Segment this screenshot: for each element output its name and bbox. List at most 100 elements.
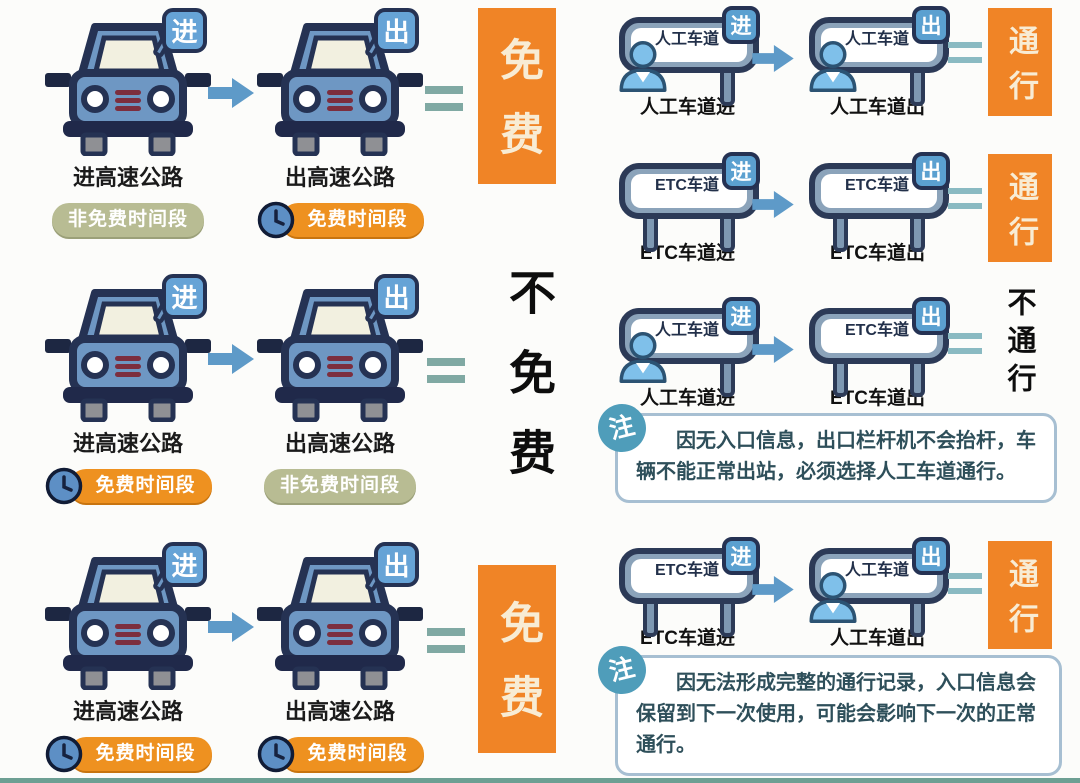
arrow-right-icon xyxy=(752,576,794,603)
etc-lane-exit-unit: ETC车道 出 ETC车道出 xyxy=(805,152,950,265)
enter-badge: 进 xyxy=(162,8,207,53)
arrow-right-icon xyxy=(752,191,794,218)
free-period-pill: 免费时间段 xyxy=(281,737,424,771)
time-pill-row: 非免费时间段 xyxy=(51,200,204,240)
enter-highway-label: 进高速公路 xyxy=(72,699,183,724)
toll-sign-figure: ETC车道 进 xyxy=(615,152,760,236)
lane-label: 人工车道出 xyxy=(829,628,925,649)
sign-text: 人工车道 xyxy=(654,31,719,48)
toll-sign-figure: 人工车道 出 xyxy=(805,537,950,623)
lane-label: ETC车道出 xyxy=(829,243,925,264)
manual-lane-enter-unit: 人工车道 进 人工车道进 xyxy=(615,297,760,410)
enter-badge: 进 xyxy=(162,274,207,319)
car-figure: 出 xyxy=(255,540,425,690)
exit-badge: 出 xyxy=(912,297,950,335)
manual-lane-exit-unit: 人工车道 出 人工车道出 xyxy=(805,6,950,119)
result-free-box: 免费 xyxy=(478,8,556,185)
sign-text: 人工车道 xyxy=(844,31,909,48)
time-pill-row: 免费时间段 xyxy=(256,200,424,240)
car-figure: 进 xyxy=(43,272,213,422)
enter-badge: 进 xyxy=(722,6,760,44)
free-period-pill: 免费时间段 xyxy=(69,737,212,771)
toll-sign-figure: ETC车道 出 xyxy=(805,152,950,236)
note-text: 因无法形成完整的通行记录，入口信息会保留到下一次使用，可能会影响下一次的正常通行… xyxy=(636,672,1036,756)
exit-badge: 出 xyxy=(374,8,419,53)
etc-lane-enter-unit: ETC车道 进 ETC车道进 xyxy=(615,152,760,265)
attendant-person-icon xyxy=(805,38,861,92)
clock-icon xyxy=(256,200,296,240)
sign-text: ETC车道 xyxy=(844,177,909,194)
enter-badge: 进 xyxy=(722,537,760,575)
result-text: 免费 xyxy=(493,600,542,748)
attendant-person-icon xyxy=(805,569,861,623)
result-text: 通行 xyxy=(1004,170,1037,261)
lane-label: 人工车道进 xyxy=(639,388,735,409)
equals-icon xyxy=(427,628,465,653)
result-no-pass: 不通行 xyxy=(998,287,1040,401)
etc-lane-exit-unit: ETC车道 出 ETC车道出 xyxy=(805,297,950,410)
manual-lane-enter-unit: 人工车道 进 人工车道进 xyxy=(615,6,760,119)
lane-label: ETC车道出 xyxy=(829,388,925,409)
result-not-free: 不免费 xyxy=(494,268,563,508)
arrow-right-icon xyxy=(752,45,794,72)
car-figure: 出 xyxy=(255,272,425,422)
exit-highway-unit: 出 出高速公路 非免费时间段 xyxy=(245,272,435,506)
lane-label: 人工车道出 xyxy=(829,97,925,118)
car-figure: 进 xyxy=(43,540,213,690)
enter-highway-label: 进高速公路 xyxy=(72,431,183,456)
enter-badge: 进 xyxy=(162,542,207,587)
right-row-3: 人工车道 进 人工车道进 ETC车道 出 ETC车道出 不通行 xyxy=(600,287,1080,443)
note-box-1: 注 因无入口信息，出口栏杆机不会抬杆，车辆不能正常出站，必须选择人工车道通行。 xyxy=(592,398,1057,503)
enter-highway-label: 进高速公路 xyxy=(72,165,183,190)
manual-lane-exit-unit: 人工车道 出 人工车道出 xyxy=(805,537,950,650)
toll-sign-figure: 人工车道 出 xyxy=(805,6,950,92)
sign-text: 人工车道 xyxy=(844,562,909,579)
equals-icon xyxy=(948,188,982,209)
lane-label: ETC车道进 xyxy=(639,243,735,264)
arrow-right-icon xyxy=(752,336,794,363)
enter-highway-unit: 进 进高速公路 免费时间段 xyxy=(33,272,223,506)
toll-sign-figure: ETC车道 出 xyxy=(805,297,950,381)
sign-text: ETC车道 xyxy=(654,177,719,194)
result-text: 不通行 xyxy=(1003,287,1035,401)
sign-text: ETC车道 xyxy=(844,322,909,339)
result-free-box: 免费 xyxy=(478,565,556,753)
right-row-2: ETC车道 进 ETC车道进 ETC车道 出 ETC车道出 通行 xyxy=(600,152,1080,298)
result-pass-box: 通行 xyxy=(988,8,1052,116)
exit-highway-label: 出高速公路 xyxy=(284,431,395,456)
exit-badge: 出 xyxy=(912,537,950,575)
nonfree-period-pill: 非免费时间段 xyxy=(51,203,204,237)
exit-highway-label: 出高速公路 xyxy=(284,699,395,724)
result-text: 通行 xyxy=(1004,24,1037,115)
result-text: 不免费 xyxy=(502,268,555,508)
result-text: 通行 xyxy=(1004,557,1037,648)
lane-label: 人工车道进 xyxy=(639,97,735,118)
exit-badge: 出 xyxy=(912,152,950,190)
time-pill-row: 非免费时间段 xyxy=(263,466,416,506)
time-pill-row: 免费时间段 xyxy=(44,466,212,506)
note-box-2: 注 因无法形成完整的通行记录，入口信息会保留到下一次使用，可能会影响下一次的正常… xyxy=(592,640,1062,776)
left-row-3: 进 进高速公路 免费时间段 出 出高速公路 免费时间段 免费 xyxy=(0,540,580,780)
sign-text: 人工车道 xyxy=(654,322,719,339)
sign-text: ETC车道 xyxy=(654,562,719,579)
exit-badge: 出 xyxy=(912,6,950,44)
enter-highway-unit: 进 进高速公路 免费时间段 xyxy=(33,540,223,774)
etc-lane-enter-unit: ETC车道 进 ETC车道进 xyxy=(615,537,760,650)
note-text: 因无入口信息，出口栏杆机不会抬杆，车辆不能正常出站，必须选择人工车道通行。 xyxy=(636,430,1036,483)
equals-icon xyxy=(427,358,465,383)
left-row-2: 进 进高速公路 免费时间段 出 出高速公路 非免费时间段 不免费 xyxy=(0,268,580,512)
right-row-1: 人工车道 进 人工车道进 人工车道 出 人工车道出 通行 xyxy=(600,6,1080,152)
exit-highway-unit: 出 出高速公路 免费时间段 xyxy=(245,6,435,240)
time-pill-row: 免费时间段 xyxy=(256,734,424,774)
clock-icon xyxy=(44,466,84,506)
equals-icon xyxy=(948,42,982,63)
exit-highway-unit: 出 出高速公路 免费时间段 xyxy=(245,540,435,774)
equals-icon xyxy=(948,573,982,594)
free-period-pill: 免费时间段 xyxy=(69,469,212,503)
time-pill-row: 免费时间段 xyxy=(44,734,212,774)
result-text: 免费 xyxy=(493,37,542,185)
lane-label: ETC车道进 xyxy=(639,628,735,649)
clock-icon xyxy=(44,734,84,774)
toll-sign-figure: 人工车道 进 xyxy=(615,6,760,90)
nonfree-period-pill: 非免费时间段 xyxy=(263,469,416,503)
